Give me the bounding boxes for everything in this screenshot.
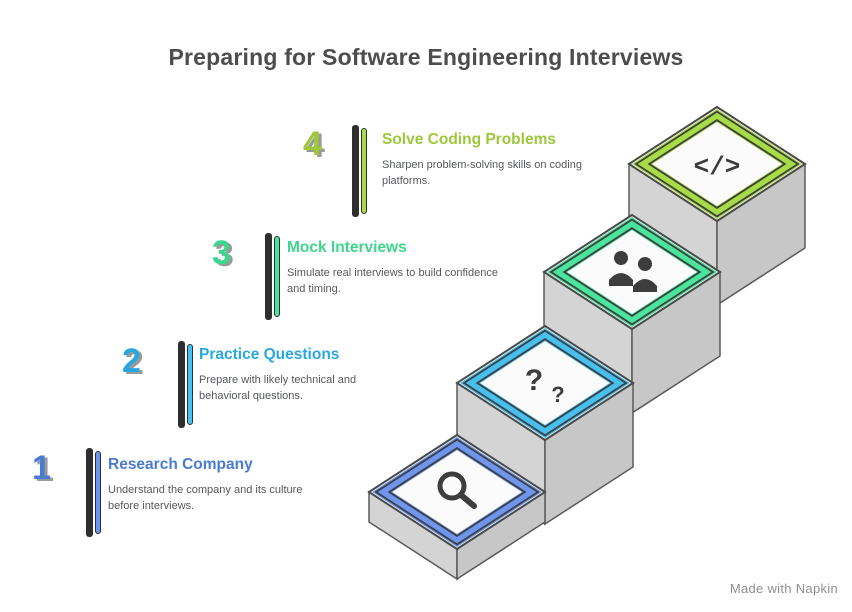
step-1-label: Research Company [108, 456, 253, 473]
step-3-bar [265, 233, 280, 320]
step-3-number: 3 [212, 234, 231, 272]
step-4-number: 4 [303, 125, 322, 163]
platform-1 [367, 433, 547, 581]
code-icon: </> [694, 152, 741, 182]
question-icon: ? ? [525, 364, 565, 407]
step-2-description: Prepare with likely technical and behavi… [199, 374, 357, 402]
step-2-label: Practice Questions [199, 346, 340, 363]
magnifier-icon [437, 471, 477, 509]
step-1-number: 1 [32, 449, 51, 487]
step-4-bar [352, 125, 367, 217]
step-2-bar [178, 341, 193, 428]
step-1-bar [86, 448, 101, 537]
svg-text:</>: </> [694, 152, 741, 182]
page-title: Preparing for Software Engineering Inter… [168, 44, 684, 70]
svg-text:?: ? [525, 364, 543, 397]
step-4-label: Solve Coding Problems [382, 131, 556, 148]
platform-2: ? ? [455, 324, 635, 526]
step-4-description: Sharpen problem-solving skills on coding… [382, 159, 582, 187]
svg-text:?: ? [551, 382, 564, 407]
step-3-label: Mock Interviews [287, 239, 407, 256]
platform-4: </> [627, 105, 807, 307]
people-icon [609, 251, 657, 292]
step-3-description: Simulate real interviews to build confid… [287, 267, 498, 295]
step-1-description: Understand the company and its culture b… [108, 484, 303, 512]
watermark: Made with Napkin [729, 581, 838, 596]
step-2-number: 2 [122, 342, 141, 380]
